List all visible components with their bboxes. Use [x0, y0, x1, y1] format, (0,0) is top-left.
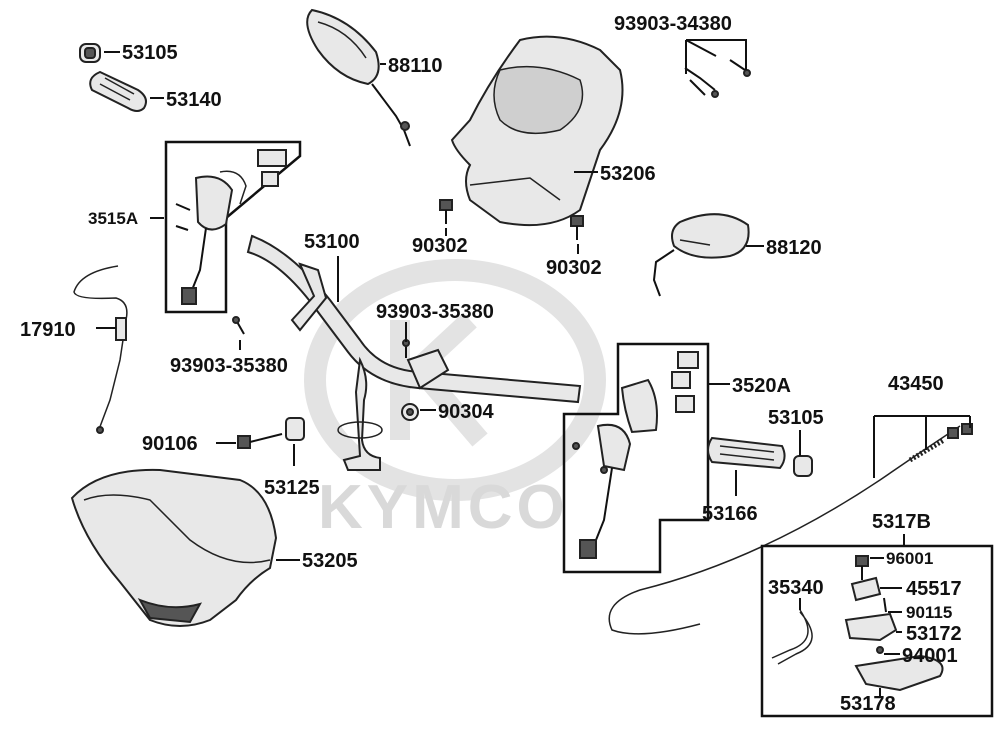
label-53125: 53125 — [264, 477, 320, 499]
label-53140: 53140 — [166, 89, 222, 111]
label-17910: 17910 — [20, 319, 76, 341]
label-53172: 53172 — [906, 623, 962, 645]
part-53206-rear-cover — [450, 35, 624, 227]
label-96001: 96001 — [886, 549, 933, 568]
part-53100-handlebar — [246, 234, 582, 471]
label-5317B: 5317B — [872, 511, 931, 533]
part-90302-bolt-a — [439, 199, 453, 224]
label-88110: 88110 — [388, 55, 443, 77]
label-53205: 53205 — [302, 550, 358, 572]
watermark-text: KYMCO — [318, 473, 569, 542]
label-94001: 94001 — [902, 645, 958, 667]
label-53100: 53100 — [304, 231, 360, 253]
label-90106: 90106 — [142, 433, 198, 455]
part-93903-35380-screw-b — [402, 339, 410, 358]
leader-lines — [96, 39, 971, 696]
part-88110-mirror-left — [306, 8, 411, 147]
kit-box-5317B — [760, 544, 994, 718]
part-90302-bolt-b — [570, 215, 584, 240]
part-53105-plug-right — [793, 455, 813, 477]
part-90106-bolt — [237, 433, 283, 449]
label-35340: 35340 — [768, 577, 824, 599]
label-53105-top: 53105 — [122, 42, 178, 64]
label-43450: 43450 — [888, 373, 944, 395]
part-3515A-switch — [175, 149, 287, 305]
label-88120: 88120 — [766, 237, 822, 259]
part-5317B-brake-lever — [771, 555, 944, 692]
label-53206: 53206 — [600, 163, 656, 185]
kit-box-3515A — [164, 140, 302, 314]
label-3515A: 3515A — [88, 209, 138, 228]
label-53105-right: 53105 — [768, 407, 824, 429]
kymco-watermark: KYMCO — [304, 259, 606, 542]
part-90304-nut — [401, 403, 419, 421]
label-93903-34380: 93903-34380 — [614, 13, 732, 35]
label-3520A: 3520A — [732, 375, 791, 397]
part-53140-grip — [89, 70, 147, 112]
part-53205-front-cover — [70, 468, 278, 627]
part-53166-throttle-grip — [707, 436, 786, 470]
label-53178: 53178 — [840, 693, 896, 715]
label-90302-a: 90302 — [412, 235, 468, 257]
part-93903-35380-screw-a — [232, 316, 245, 335]
label-93903-35380-b: 93903-35380 — [170, 355, 288, 377]
label-93903-35380-a: 93903-35380 — [376, 301, 494, 323]
part-93903-34380-screws — [684, 59, 751, 98]
part-labels: 53105 53140 88110 93903-34380 3515A 5320… — [20, 13, 962, 715]
part-88120-mirror-right — [652, 213, 750, 297]
part-53125-collar — [285, 417, 305, 441]
part-53105-plug-top — [79, 43, 101, 63]
label-90304: 90304 — [438, 401, 494, 423]
label-53166: 53166 — [702, 503, 758, 525]
label-90302-b: 90302 — [546, 257, 602, 279]
part-17910-cable — [73, 265, 128, 434]
part-3520A-switch — [572, 351, 699, 559]
label-45517: 45517 — [906, 578, 962, 600]
label-90115: 90115 — [906, 603, 952, 622]
part-43450-cable — [608, 423, 973, 635]
kit-box-3520A — [562, 342, 710, 574]
